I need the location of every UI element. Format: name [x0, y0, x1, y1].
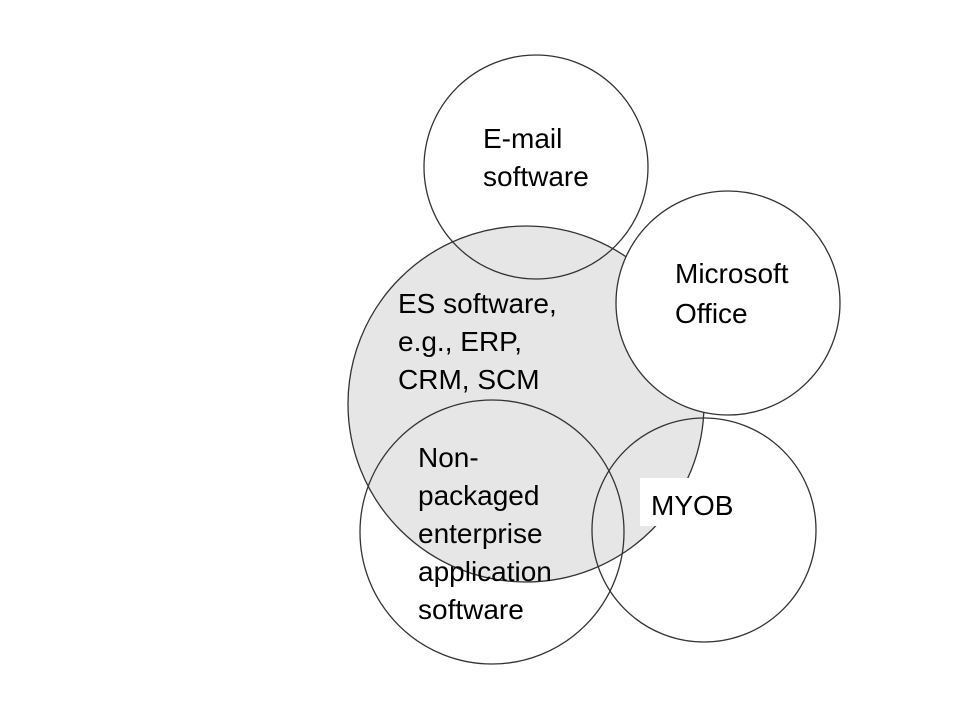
es-software-label: ES software, e.g., ERP, CRM, SCM [398, 288, 557, 395]
non-packaged-software-label-line: enterprise [418, 518, 543, 549]
es-software-label-line: ES software, [398, 288, 557, 319]
myob-label-background [640, 478, 752, 526]
microsoft-office-label-line: Office [675, 298, 748, 329]
myob-label-line: MYOB [651, 490, 733, 521]
email-software-label: E-mail software [483, 123, 589, 192]
myob-label: MYOB [651, 490, 733, 521]
non-packaged-software-label-line: software [418, 594, 524, 625]
es-software-label-line: e.g., ERP, [398, 326, 522, 357]
non-packaged-software-label-line: packaged [418, 480, 539, 511]
non-packaged-software-label: Non-packaged enterprise application softwar… [418, 442, 552, 625]
non-packaged-software-label-line: Non- [418, 442, 479, 473]
myob-circle [591, 417, 817, 643]
es-software-label-line: CRM, SCM [398, 364, 540, 395]
microsoft-office-label-line: Microsoft [675, 258, 789, 289]
office-label-background [668, 252, 810, 336]
non-packaged-software-label-line: application [418, 556, 552, 587]
email-software-circle [423, 54, 649, 280]
email-software-label-line: software [483, 161, 589, 192]
non-packaged-software-circle [359, 399, 625, 665]
email-software-label-line: E-mail [483, 123, 562, 154]
